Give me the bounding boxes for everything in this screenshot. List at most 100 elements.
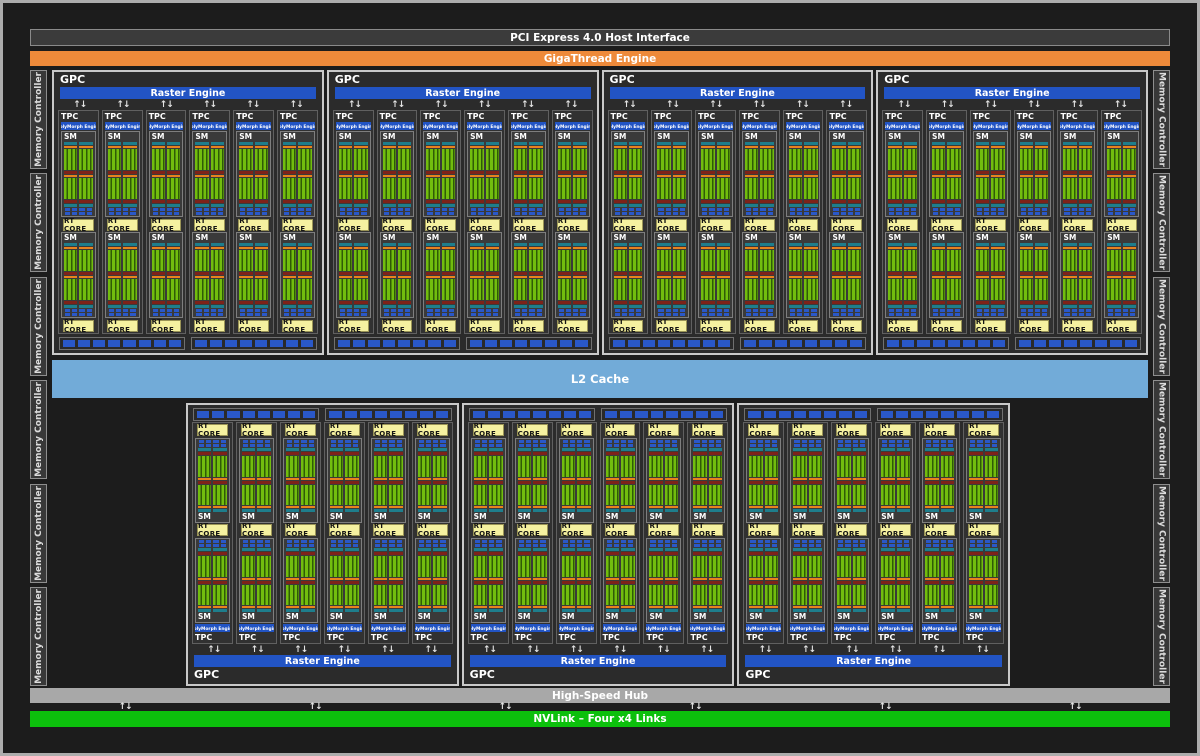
tpc-label: TPC: [423, 112, 441, 121]
ldst-segment: [621, 313, 627, 316]
teal-bar: [282, 204, 297, 207]
rt-core: RT CORE: [612, 318, 644, 334]
cuda-core-block: [947, 149, 961, 170]
cuda-core-block: [701, 178, 715, 199]
teal-bar: [241, 448, 256, 451]
ldst-segment: [1020, 212, 1026, 215]
orange-bar: [441, 276, 456, 278]
maroon-bar: [426, 200, 440, 203]
orange-bar: [605, 506, 620, 508]
ldst-row: [794, 540, 822, 543]
sm-label: SM: [613, 233, 627, 242]
teal-bar: [573, 243, 587, 246]
memory-controller-block: Memory Controller: [1153, 276, 1170, 376]
maroon-bar: [64, 171, 78, 174]
ldst-segment: [845, 540, 851, 543]
sm-core-columns: [925, 548, 955, 612]
maroon-bar: [107, 301, 122, 304]
ldst-segment: [382, 544, 388, 547]
cuda-core-block: [213, 556, 227, 577]
maroon-bar: [760, 200, 774, 203]
sm-core-column: [804, 243, 818, 308]
cuda-core-block: [470, 279, 484, 300]
ldst-segment: [628, 313, 635, 316]
ldst-segment: [294, 540, 300, 543]
ldst-segment: [789, 309, 795, 312]
maroon-bar: [470, 301, 484, 304]
sm-label: SM: [107, 132, 121, 141]
teal-bar: [1019, 305, 1034, 308]
maroon-bar: [198, 580, 212, 584]
teal-bar: [107, 204, 122, 207]
cuda-core-block: [301, 556, 315, 577]
ldst-segment: [426, 440, 432, 443]
ldst-segment: [702, 212, 708, 215]
sm-core-column: [975, 243, 990, 308]
ldst-segment: [478, 309, 484, 312]
raster-engine-bar: Raster Engine: [469, 655, 727, 667]
sm-core-columns: [744, 243, 774, 308]
tpc-label: TPC: [829, 112, 847, 121]
sm-label: SM: [473, 612, 487, 621]
ldst-segment: [294, 444, 300, 447]
ldst-segment: [261, 212, 267, 215]
ldst-segment: [352, 540, 358, 543]
updown-arrow-pair: ↑↓: [564, 99, 578, 110]
orange-bar: [896, 506, 911, 508]
maroon-bar: [301, 552, 315, 555]
teal-bar: [239, 142, 253, 145]
polymorph-engine-label: PolyMorph Engine: [690, 625, 725, 631]
ldst-row: [789, 212, 817, 215]
memory-controller-block: Memory Controller: [1153, 380, 1170, 480]
ldst-segment: [471, 212, 477, 215]
sm-core-columns: [969, 548, 999, 612]
maroon-bar: [628, 272, 643, 275]
ldst-row: [976, 313, 1004, 316]
raster-engine-bar: Raster Engine: [334, 87, 591, 99]
cuda-core-block: [529, 279, 543, 300]
ldst-segment: [940, 540, 946, 543]
ldst-segment: [374, 444, 381, 447]
cuda-core-block: [760, 149, 774, 170]
orange-bar: [837, 577, 851, 580]
orange-bar: [804, 276, 818, 278]
sm-core-columns: [513, 243, 543, 308]
ldst-row: [108, 313, 136, 316]
ldst-segment: [308, 444, 314, 447]
cuda-core-block: [764, 484, 779, 505]
ldst-segment: [496, 540, 502, 543]
cuda-core-block: [79, 250, 93, 271]
ldst-segment: [565, 208, 572, 211]
ldst-segment: [753, 309, 759, 312]
sm-box: SM: [834, 438, 870, 523]
sm-box: SM: [602, 438, 638, 523]
sm-core-column: [984, 448, 999, 512]
ldst-row: [694, 544, 722, 547]
maroon-bar: [473, 580, 488, 584]
orange-bar: [533, 577, 547, 580]
teal-bar: [605, 548, 620, 551]
maroon-bar: [241, 552, 256, 555]
cuda-core-block: [760, 178, 774, 199]
teal-bar: [345, 448, 359, 451]
ldst-segment: [426, 544, 432, 547]
sm-core-column: [517, 448, 532, 512]
teal-bar: [1063, 243, 1077, 246]
teal-bar: [397, 204, 412, 207]
ldst-segment: [847, 208, 854, 211]
ldst-segment: [991, 208, 997, 211]
ldst-segment: [1108, 313, 1114, 316]
teal-bar: [417, 448, 432, 451]
ldst-segment: [390, 309, 396, 312]
maroon-bar: [533, 452, 547, 455]
ldst-segment: [330, 540, 337, 543]
teal-bar: [628, 204, 643, 207]
